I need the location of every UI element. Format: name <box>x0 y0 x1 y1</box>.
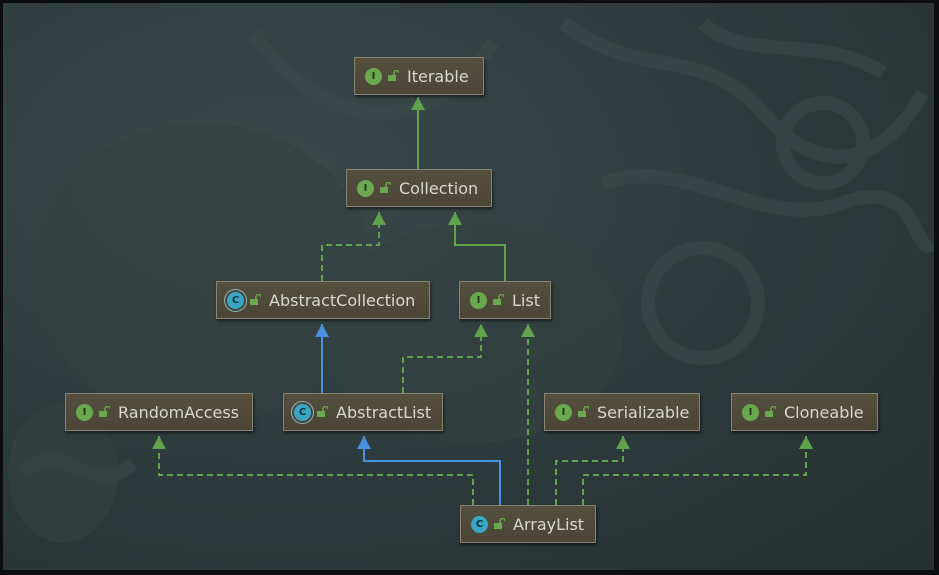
node-cloneable[interactable]: I Cloneable <box>731 393 878 431</box>
unlocked-padlock-icon <box>578 406 589 417</box>
node-label: Cloneable <box>784 402 864 422</box>
node-label: Iterable <box>407 66 469 86</box>
node-iterable[interactable]: I Iterable <box>354 57 484 95</box>
interface-badge-icon: I <box>357 179 374 197</box>
node-arraylist[interactable]: C ArrayList <box>460 505 596 543</box>
node-label: AbstractCollection <box>269 290 416 310</box>
node-collection[interactable]: I Collection <box>346 169 492 207</box>
diagram-canvas: I Iterable I Collection C AbstractCollec… <box>3 3 934 570</box>
node-label: Collection <box>399 178 479 198</box>
node-label: RandomAccess <box>118 402 240 422</box>
abstract-class-badge-icon: C <box>294 403 311 421</box>
unlocked-padlock-icon <box>765 406 776 417</box>
interface-badge-icon: I <box>555 403 572 421</box>
node-abstractlist[interactable]: C AbstractList <box>283 393 443 431</box>
interface-badge-icon: I <box>742 403 759 421</box>
interface-badge-icon: I <box>365 67 382 85</box>
unlocked-padlock-icon <box>388 70 399 81</box>
node-label: Serializable <box>597 402 690 422</box>
unlocked-padlock-icon <box>99 406 110 417</box>
unlocked-padlock-icon <box>494 518 505 529</box>
node-label: ArrayList <box>513 514 585 534</box>
node-label: AbstractList <box>336 402 432 422</box>
node-list[interactable]: I List <box>459 281 551 319</box>
node-serializable[interactable]: I Serializable <box>544 393 700 431</box>
node-abstractcollection[interactable]: C AbstractCollection <box>216 281 430 319</box>
unlocked-padlock-icon <box>380 182 391 193</box>
unlocked-padlock-icon <box>317 406 328 417</box>
node-label: List <box>512 290 540 310</box>
node-randomaccess[interactable]: I RandomAccess <box>65 393 253 431</box>
interface-badge-icon: I <box>470 291 487 309</box>
unlocked-padlock-icon <box>493 294 504 305</box>
class-badge-icon: C <box>471 515 488 533</box>
abstract-class-badge-icon: C <box>227 291 244 309</box>
unlocked-padlock-icon <box>250 294 261 305</box>
interface-badge-icon: I <box>76 403 93 421</box>
